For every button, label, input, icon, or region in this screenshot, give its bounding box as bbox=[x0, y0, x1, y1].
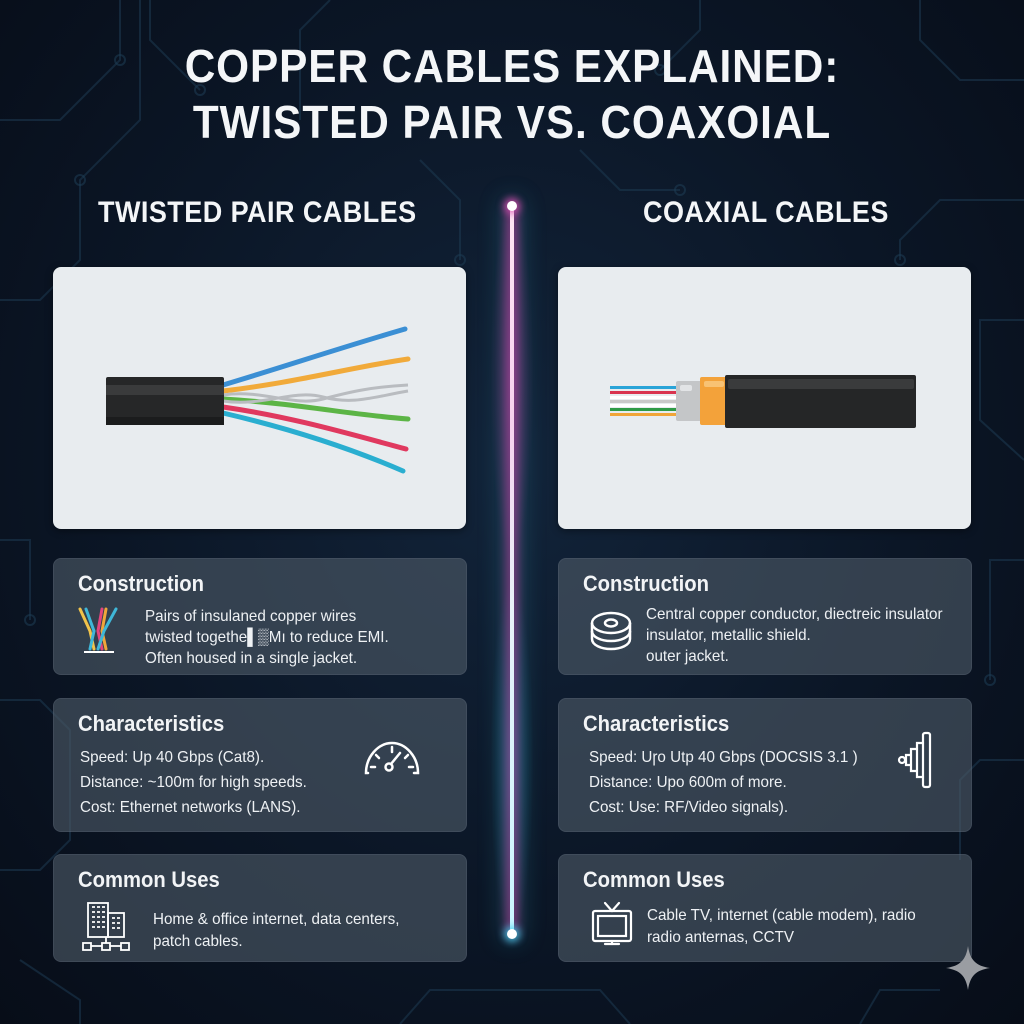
card-heading: Characteristics bbox=[78, 711, 225, 736]
coax-uses-card: Common Uses Cable TV, internet (cable mo… bbox=[558, 854, 972, 962]
characteristic-cost: Cost: Ethernet networks (LANS). bbox=[80, 799, 301, 816]
twisted-construction-card: Construction Pairs of insulaned copper w… bbox=[53, 558, 467, 675]
twisted-uses-card: Common Uses Home & office internet, data… bbox=[53, 854, 467, 962]
construction-line: Often housed in a single jacket. bbox=[145, 650, 358, 667]
speedometer-icon bbox=[364, 741, 420, 775]
twisted-pair-image-card bbox=[53, 267, 466, 529]
characteristic-speed: Speed: Uɼo Utp 40 Gbps (DOCSIS 3.1 ) bbox=[589, 749, 858, 766]
construction-line: outer jacket. bbox=[646, 648, 729, 665]
construction-line: Central copper conductor, diectreic insu… bbox=[646, 606, 943, 623]
coax-characteristics-card: Characteristics Speed: Uɼo Utp 40 Gbps (… bbox=[558, 698, 972, 832]
card-heading: Common Uses bbox=[78, 867, 220, 892]
television-icon bbox=[591, 901, 633, 946]
title-line-2: TWISTED PAIR VS. COAXOIAL bbox=[192, 96, 832, 148]
coax-layers-icon bbox=[590, 611, 632, 651]
card-heading: Construction bbox=[78, 571, 204, 596]
office-buildings-network-icon bbox=[82, 902, 130, 951]
characteristic-distance: Distance: ~100m for high speeds. bbox=[80, 774, 307, 791]
coaxial-image-card bbox=[558, 267, 971, 529]
uses-line: Cable TV, internet (cable modem), radio bbox=[647, 907, 916, 924]
construction-line: twisted togethe▌▒Mı to reduce EMI. bbox=[145, 629, 389, 646]
twisted-pair-heading: TWISTED PAIR CABLES bbox=[98, 196, 417, 229]
characteristic-cost: Cost: Use: RF/Video signals). bbox=[589, 799, 789, 816]
twisted-characteristics-card: Characteristics Speed: Up 40 Gbps (Cat8)… bbox=[53, 698, 467, 832]
card-heading: Characteristics bbox=[583, 711, 730, 736]
construction-line: Pairs of insulaned copper wires bbox=[145, 608, 357, 625]
coax-construction-card: Construction Central copper conductor, d… bbox=[558, 558, 972, 675]
uses-line: patch cables. bbox=[153, 933, 243, 950]
coaxial-heading: COAXIAL CABLES bbox=[643, 196, 889, 229]
title-line-1: COPPER CABLES EXPLAINED: bbox=[184, 40, 840, 92]
page-title: COPPER CABLES EXPLAINED: TWISTED PAIR VS… bbox=[41, 38, 983, 150]
twisted-wires-icon bbox=[78, 607, 118, 653]
uses-line: Home & office internet, data centers, bbox=[153, 911, 400, 928]
divider-bottom-dot bbox=[507, 929, 517, 939]
center-divider bbox=[510, 206, 514, 934]
characteristic-distance: Distance: Upo 600m of more. bbox=[589, 774, 787, 791]
card-heading: Construction bbox=[583, 571, 709, 596]
coax-connector-signal-icon bbox=[897, 731, 932, 789]
characteristic-speed: Speed: Up 40 Gbps (Cat8). bbox=[80, 749, 265, 766]
twisted-pair-cable-illustration-icon bbox=[106, 326, 411, 474]
construction-line: insulator, metallic shield. bbox=[646, 627, 811, 644]
divider-top-dot bbox=[507, 201, 517, 211]
coaxial-cable-illustration-icon bbox=[610, 375, 916, 428]
card-heading: Common Uses bbox=[583, 867, 725, 892]
sparkle-icon bbox=[946, 946, 990, 990]
uses-line: radio anternas, CCTV bbox=[647, 929, 794, 946]
